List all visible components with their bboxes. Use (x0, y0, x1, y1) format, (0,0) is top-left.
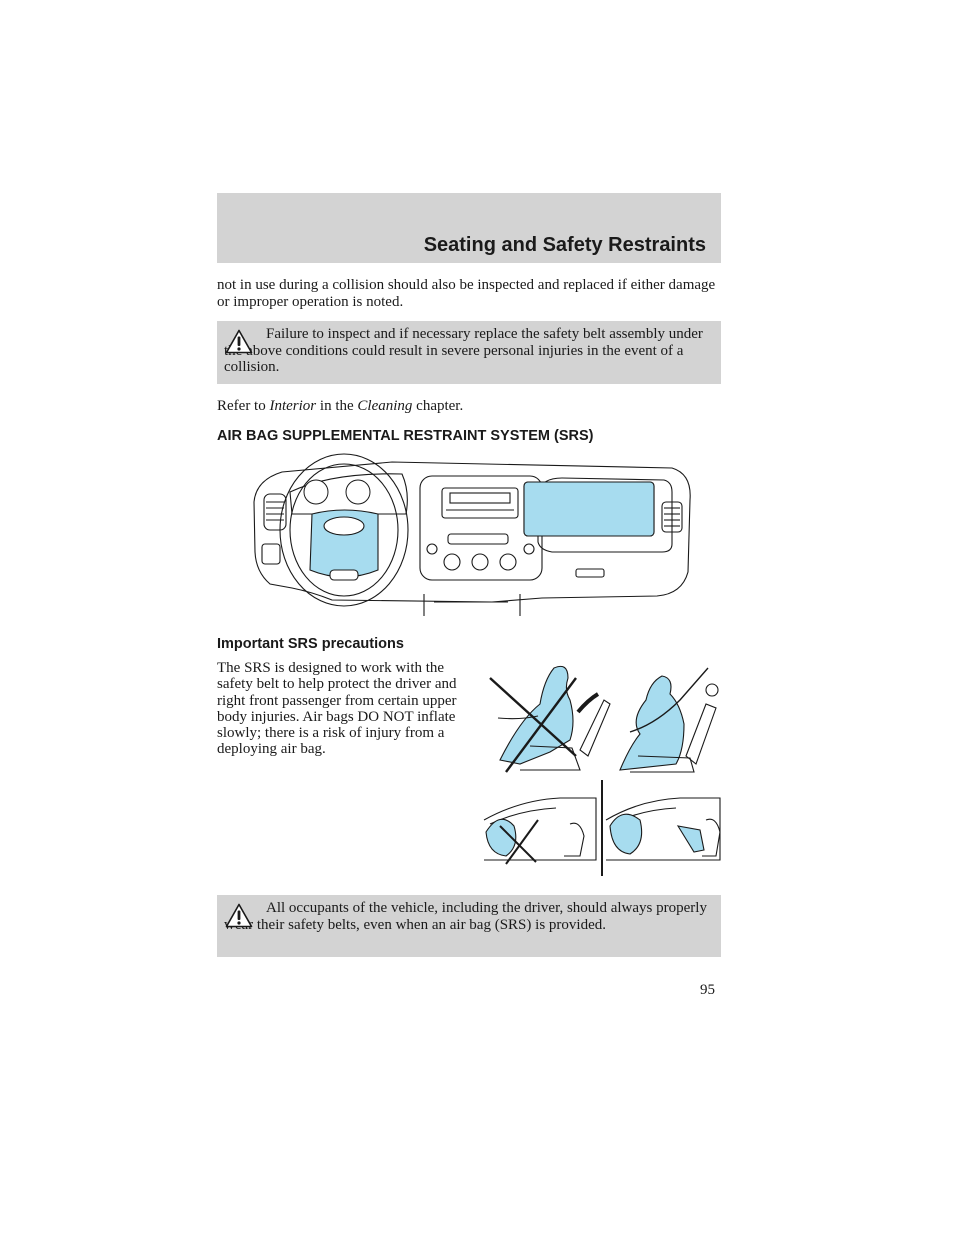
chapter-title: Seating and Safety Restraints (423, 234, 706, 256)
rear-facing-child-seat-illustration (483, 780, 721, 876)
refer-line: Refer to Interior in the Cleaning chapte… (217, 398, 721, 415)
warning-box-occupants: All occupants of the vehicle, including … (217, 895, 721, 957)
warning-text: All occupants of the vehicle, including … (224, 900, 707, 933)
warning-triangle-icon (225, 903, 253, 928)
chapter-header-band: Seating and Safety Restraints (217, 193, 721, 263)
warning-text: Failure to inspect and if necessary repl… (224, 326, 703, 375)
refer-suffix: chapter. (412, 398, 464, 414)
occupant-position-illustration (489, 665, 719, 773)
refer-term-cleaning: Cleaning (357, 398, 413, 414)
refer-term-interior: Interior (269, 398, 317, 414)
precautions-heading: Important SRS precautions (217, 636, 404, 652)
intro-paragraph: not in use during a collision should als… (217, 277, 716, 310)
refer-prefix: Refer to (217, 398, 270, 414)
refer-middle: in the (316, 398, 358, 414)
page-number: 95 (700, 982, 715, 998)
precautions-paragraph: The SRS is designed to work with the saf… (217, 660, 457, 758)
section-heading: AIR BAG SUPPLEMENTAL RESTRAINT SYSTEM (S… (217, 428, 594, 444)
dashboard-airbag-illustration (253, 453, 691, 616)
warning-box-inspection: Failure to inspect and if necessary repl… (217, 321, 721, 384)
warning-triangle-icon (225, 329, 253, 354)
